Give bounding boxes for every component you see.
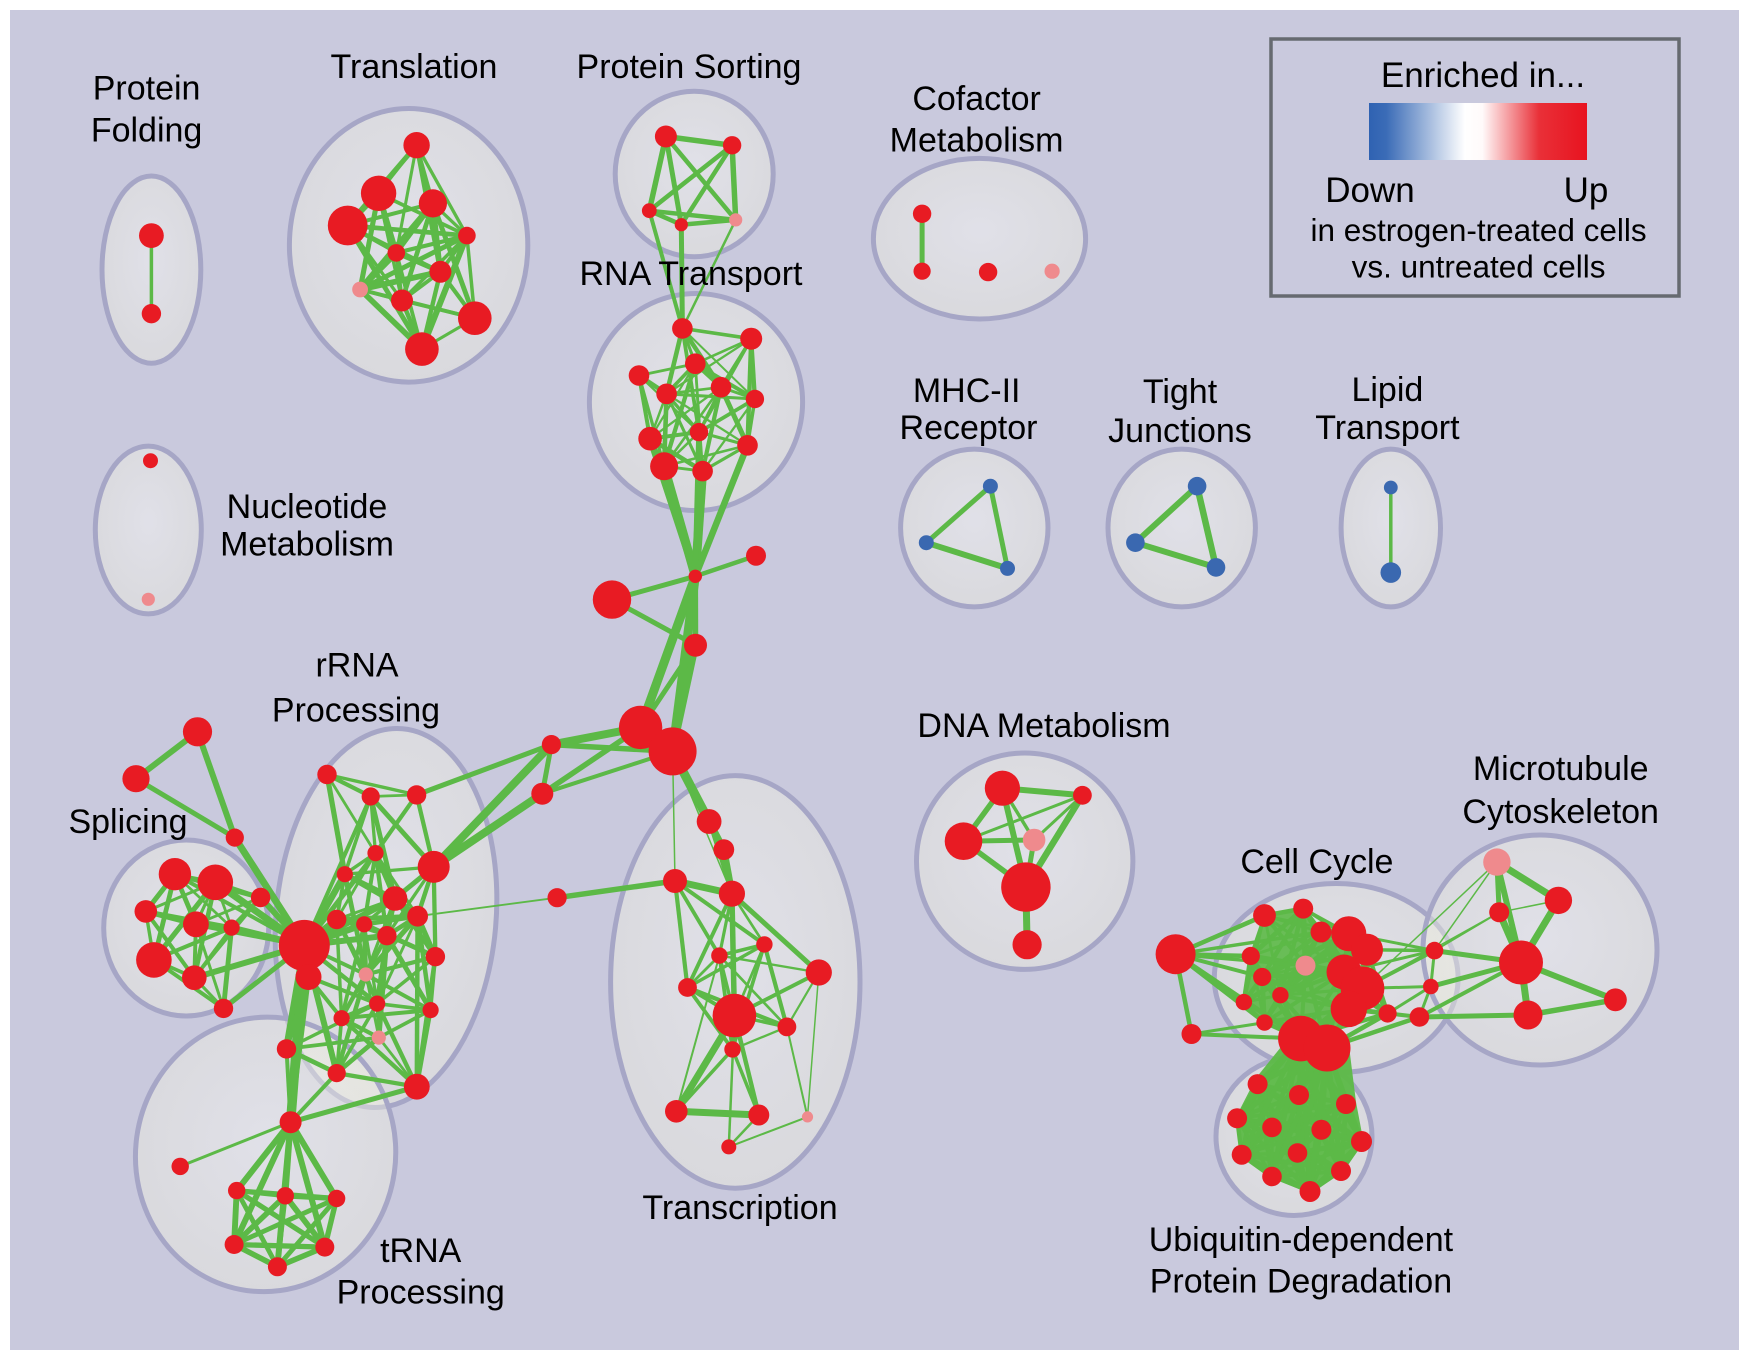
svg-text:Up: Up bbox=[1564, 171, 1609, 210]
svg-text:RNA Transport: RNA Transport bbox=[580, 255, 804, 293]
svg-text:Transcription: Transcription bbox=[642, 1189, 837, 1227]
svg-text:Metabolism: Metabolism bbox=[220, 526, 394, 564]
svg-text:Transport: Transport bbox=[1315, 409, 1460, 447]
svg-text:Protein Sorting: Protein Sorting bbox=[577, 48, 802, 86]
svg-text:Enriched in...: Enriched in... bbox=[1381, 56, 1585, 95]
svg-text:tRNA: tRNA bbox=[380, 1232, 462, 1270]
svg-text:Junctions: Junctions bbox=[1108, 412, 1252, 450]
svg-text:rRNA: rRNA bbox=[315, 647, 398, 685]
svg-text:Folding: Folding bbox=[91, 112, 203, 150]
svg-text:Down: Down bbox=[1325, 171, 1414, 210]
svg-text:Cell Cycle: Cell Cycle bbox=[1240, 843, 1393, 881]
svg-text:Microtubule: Microtubule bbox=[1473, 750, 1649, 788]
svg-text:Tight: Tight bbox=[1143, 373, 1218, 411]
svg-text:Protein: Protein bbox=[93, 69, 201, 107]
svg-text:DNA Metabolism: DNA Metabolism bbox=[917, 707, 1170, 745]
svg-text:Splicing: Splicing bbox=[68, 803, 187, 841]
svg-text:Nucleotide: Nucleotide bbox=[227, 488, 388, 526]
svg-text:Translation: Translation bbox=[331, 48, 498, 86]
svg-text:Metabolism: Metabolism bbox=[890, 122, 1064, 160]
svg-text:MHC-II: MHC-II bbox=[913, 372, 1021, 410]
svg-text:Cytoskeleton: Cytoskeleton bbox=[1462, 793, 1659, 831]
svg-text:vs. untreated cells: vs. untreated cells bbox=[1352, 249, 1606, 285]
svg-text:Cofactor: Cofactor bbox=[912, 80, 1041, 118]
svg-text:Lipid: Lipid bbox=[1351, 371, 1423, 409]
svg-text:Processing: Processing bbox=[337, 1274, 505, 1312]
svg-text:in estrogen-treated cells: in estrogen-treated cells bbox=[1311, 212, 1647, 248]
svg-text:Receptor: Receptor bbox=[900, 409, 1038, 447]
svg-text:Ubiquitin-dependent: Ubiquitin-dependent bbox=[1149, 1221, 1454, 1259]
svg-text:Protein Degradation: Protein Degradation bbox=[1150, 1263, 1452, 1301]
svg-text:Processing: Processing bbox=[272, 692, 440, 730]
